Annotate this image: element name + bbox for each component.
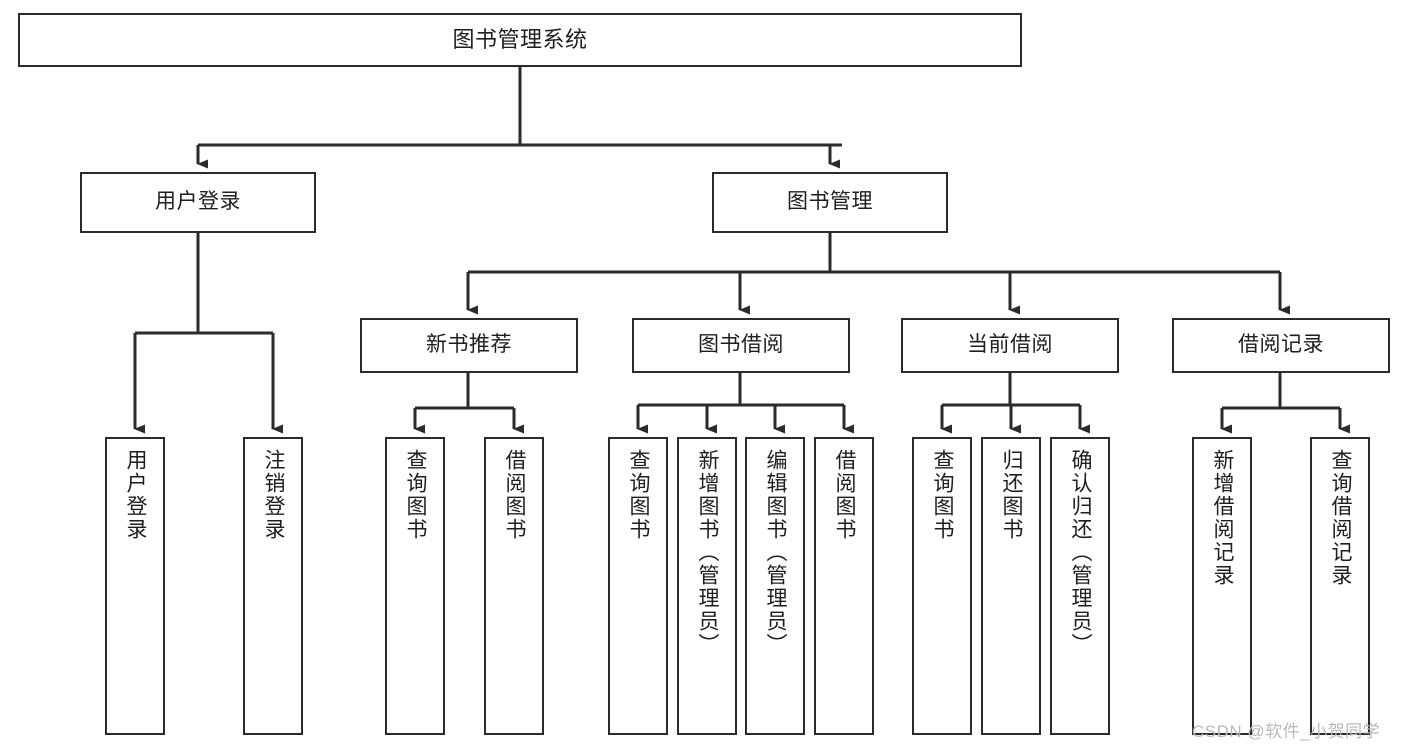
node-leaf-query-book-1[interactable]: 查询图书 <box>385 437 445 735</box>
node-current-borrow-label: 当前借阅 <box>967 333 1053 357</box>
node-new-book-recommend-label: 新书推荐 <box>426 333 512 357</box>
node-leaf-query-record[interactable]: 查询借阅记录 <box>1310 437 1370 735</box>
node-new-book-recommend[interactable]: 新书推荐 <box>360 318 578 373</box>
node-leaf-logout-label: 注销登录 <box>262 449 286 541</box>
node-leaf-borrow-book-1[interactable]: 借阅图书 <box>484 437 544 735</box>
node-leaf-query-book-1-label: 查询图书 <box>404 449 428 541</box>
node-leaf-confirm-return-label: 确认归还（管理员） <box>1069 449 1093 656</box>
node-leaf-borrow-book-2-label: 借阅图书 <box>833 449 857 541</box>
node-leaf-confirm-return[interactable]: 确认归还（管理员） <box>1050 437 1110 735</box>
node-leaf-query-book-3-label: 查询图书 <box>931 449 955 541</box>
node-leaf-add-book-label: 新增图书（管理员） <box>696 449 720 656</box>
node-borrow-record-label: 借阅记录 <box>1238 333 1324 357</box>
node-root[interactable]: 图书管理系统 <box>18 13 1022 67</box>
node-leaf-edit-book[interactable]: 编辑图书（管理员） <box>745 437 805 735</box>
node-leaf-edit-book-label: 编辑图书（管理员） <box>764 449 788 656</box>
node-book-manage-label: 图书管理 <box>787 190 873 214</box>
node-leaf-query-book-3[interactable]: 查询图书 <box>912 437 972 735</box>
node-leaf-logout[interactable]: 注销登录 <box>243 437 303 735</box>
node-user-login-label: 用户登录 <box>155 190 241 214</box>
node-leaf-user-login-label: 用户登录 <box>124 449 148 541</box>
node-leaf-add-record[interactable]: 新增借阅记录 <box>1192 437 1252 735</box>
node-leaf-add-record-label: 新增借阅记录 <box>1211 449 1235 587</box>
node-leaf-borrow-book-1-label: 借阅图书 <box>503 449 527 541</box>
node-leaf-return-book[interactable]: 归还图书 <box>981 437 1041 735</box>
node-book-borrow[interactable]: 图书借阅 <box>632 318 850 373</box>
node-leaf-query-record-label: 查询借阅记录 <box>1329 449 1353 587</box>
node-user-login[interactable]: 用户登录 <box>80 172 316 233</box>
node-leaf-borrow-book-2[interactable]: 借阅图书 <box>814 437 874 735</box>
node-book-manage[interactable]: 图书管理 <box>712 172 948 233</box>
node-borrow-record[interactable]: 借阅记录 <box>1172 318 1390 373</box>
node-leaf-return-book-label: 归还图书 <box>1000 449 1024 541</box>
node-leaf-user-login[interactable]: 用户登录 <box>105 437 165 735</box>
node-leaf-add-book[interactable]: 新增图书（管理员） <box>677 437 737 735</box>
node-leaf-query-book-2-label: 查询图书 <box>627 449 651 541</box>
node-book-borrow-label: 图书借阅 <box>698 333 784 357</box>
node-current-borrow[interactable]: 当前借阅 <box>901 318 1119 373</box>
csdn-watermark: CSDN @软件_小贺同学 <box>1192 722 1381 741</box>
node-root-label: 图书管理系统 <box>452 27 588 53</box>
node-leaf-query-book-2[interactable]: 查询图书 <box>608 437 668 735</box>
